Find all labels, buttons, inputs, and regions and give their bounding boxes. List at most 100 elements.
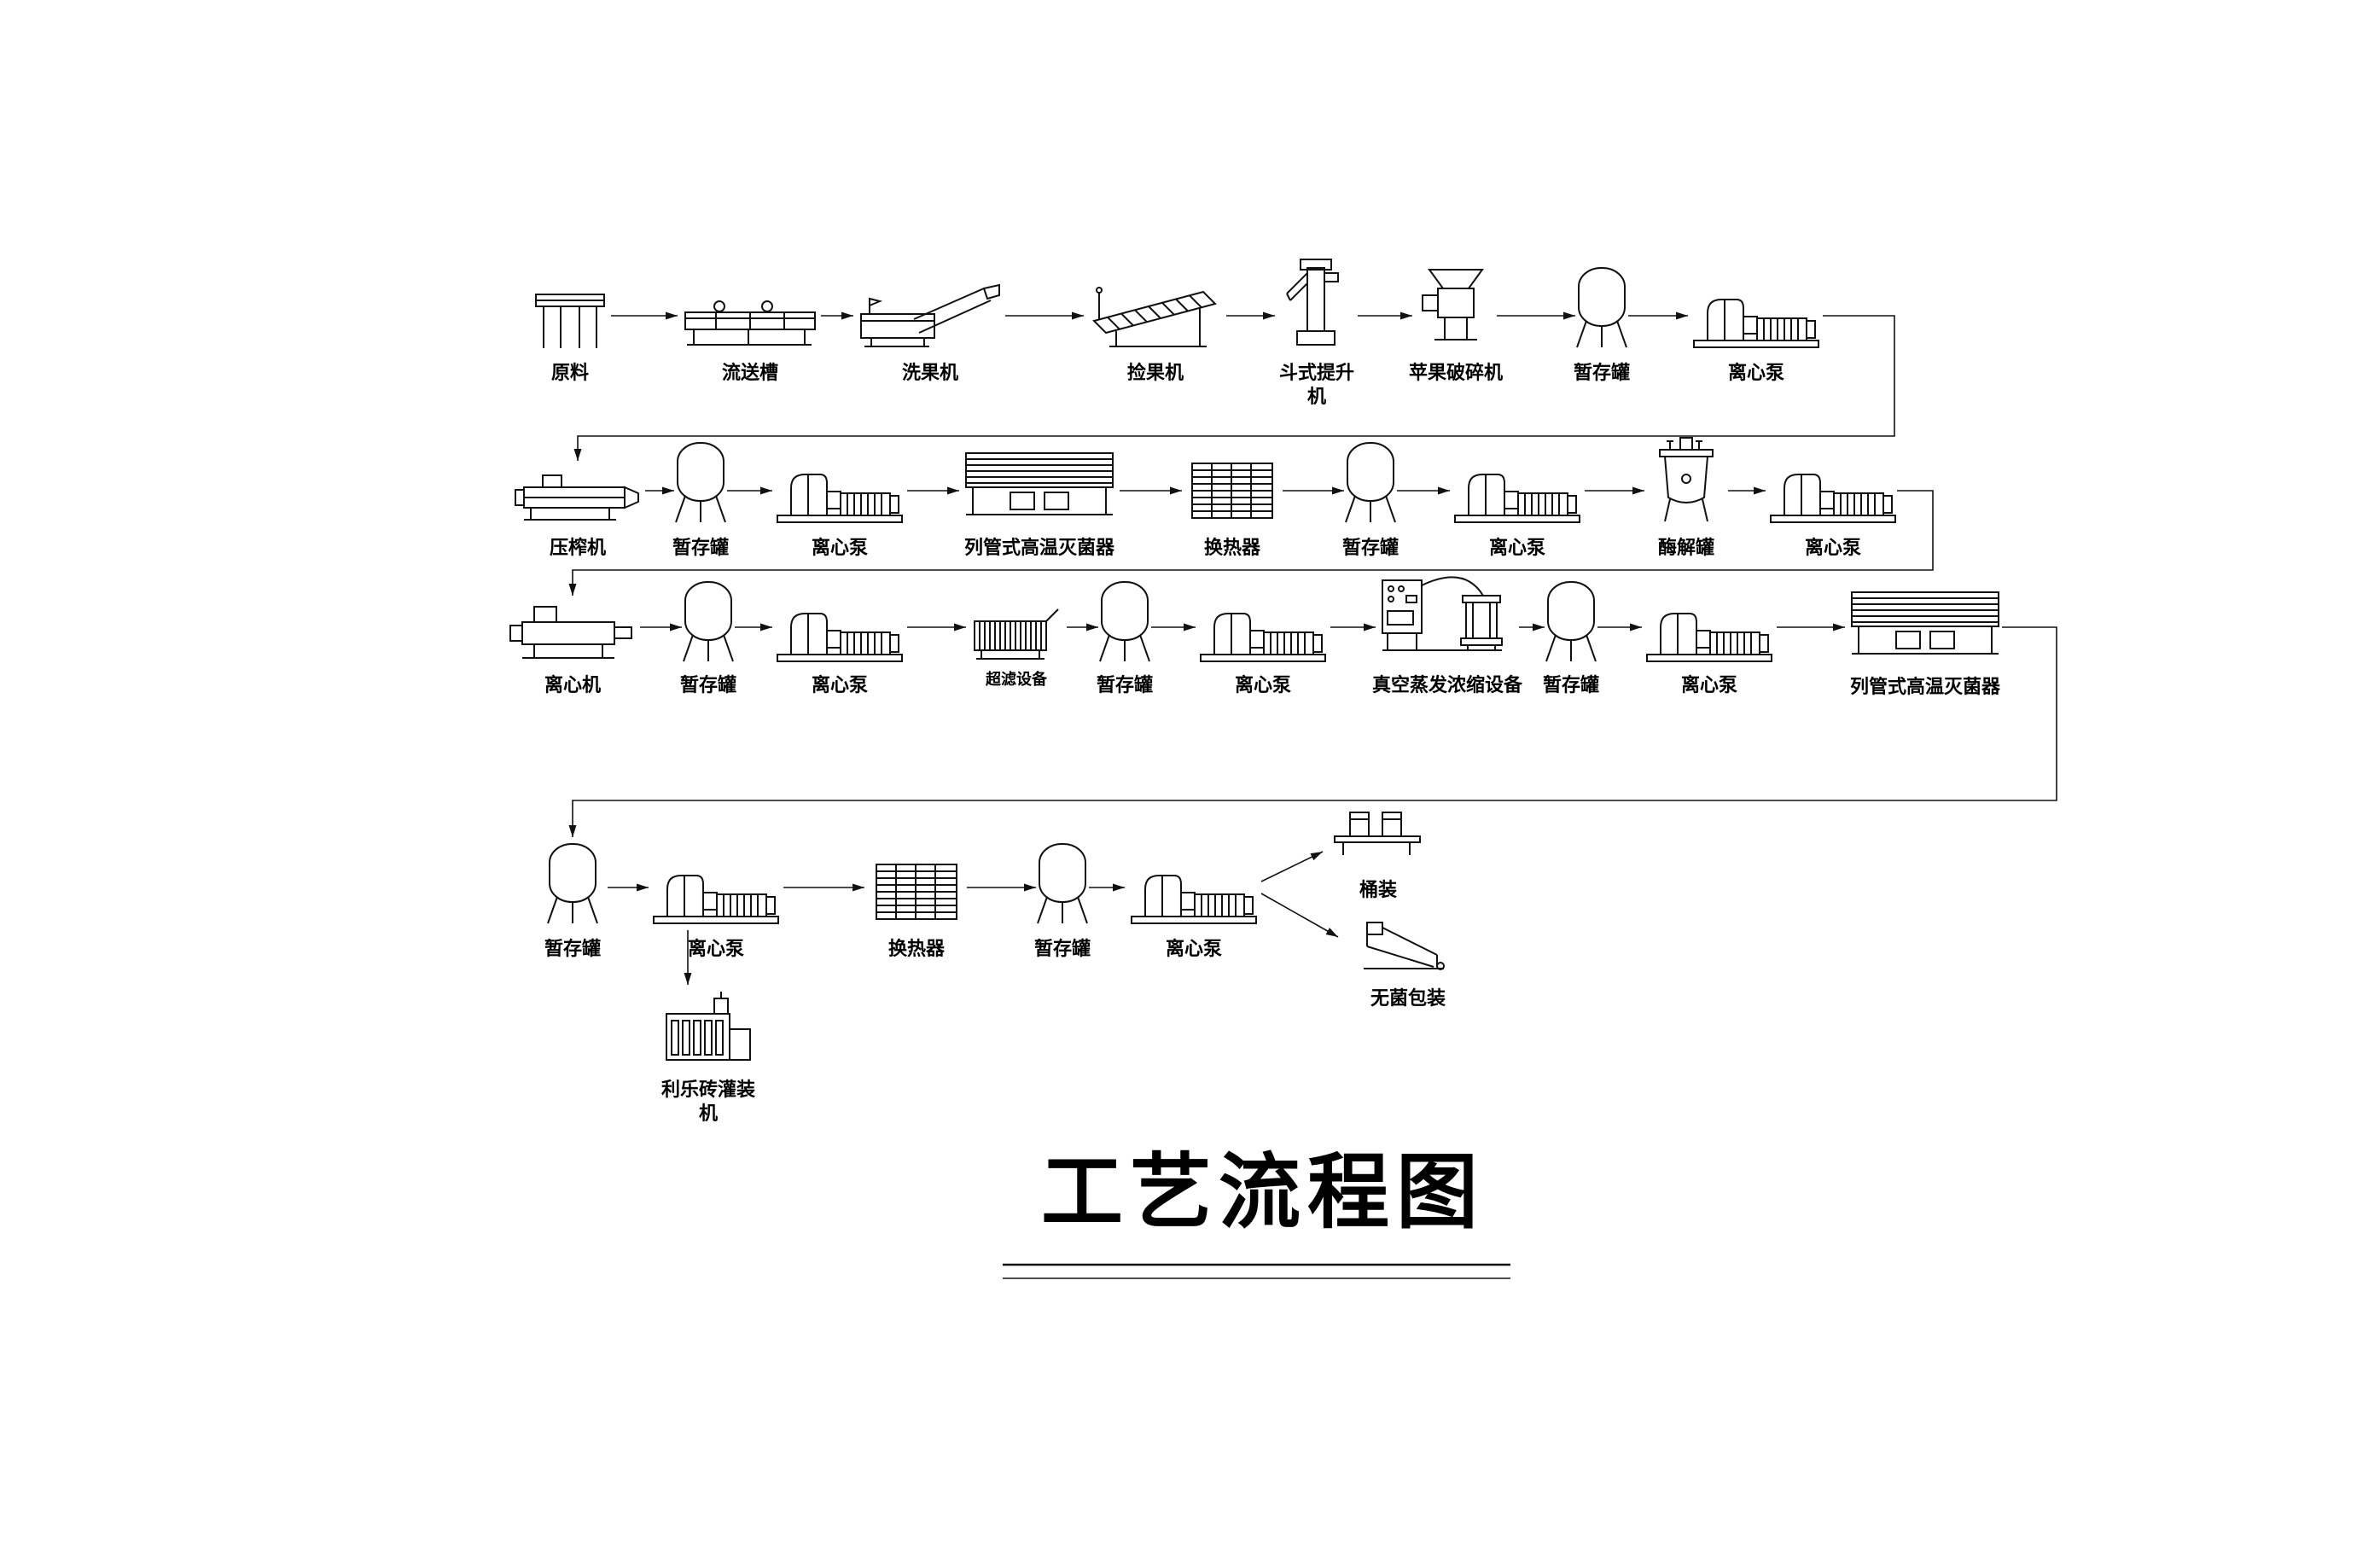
node-label: 酶解罐 (1658, 537, 1714, 558)
node-label: 列管式高温灭菌器 (964, 537, 1115, 558)
node-fruit-washer: 洗果机 (860, 284, 1000, 383)
node-label: 暂存罐 (1097, 674, 1153, 695)
node-pump-r3c: 离心泵 (1646, 613, 1772, 695)
flume-icon (684, 300, 816, 346)
pump-icon (1200, 613, 1326, 662)
node-label: 离心泵 (812, 674, 868, 695)
node-label: 洗果机 (902, 362, 958, 383)
node-label: 离心泵 (1681, 674, 1737, 695)
flow-return-row3-to-row4 (568, 626, 2057, 837)
flow-arrow-to-aseptic (1260, 893, 1339, 938)
node-tube-sterilizer-r2: 列管式高温灭菌器 (964, 452, 1115, 558)
tank-icon (1545, 581, 1597, 662)
sterilizer-icon (1851, 591, 1999, 655)
node-pump-r3b: 离心泵 (1200, 613, 1326, 695)
node-pump-r4a: 离心泵 (653, 875, 779, 959)
flow-row-3: 离心机 暂存罐 离心泵 超滤设备 暂存罐 离心泵 真空蒸发浓缩设备 暂存罐 离心… (509, 576, 2057, 837)
node-pump-r2a: 离心泵 (777, 474, 903, 558)
washer-icon (860, 284, 1000, 347)
node-pump-r1: 离心泵 (1693, 299, 1819, 383)
vacuum-evaporator-icon (1382, 576, 1503, 651)
node-centrifuge: 离心机 (509, 606, 632, 695)
node-label: 超滤设备 (986, 670, 1048, 688)
tank-icon (675, 442, 726, 523)
node-heat-exchanger-r4: 换热器 (876, 864, 957, 959)
node-label: 换热器 (1204, 537, 1261, 558)
node-label: 离心泵 (688, 938, 744, 959)
tank-icon (1099, 581, 1150, 662)
flow-return-row2-to-row3 (568, 490, 1934, 596)
node-label: 捡果机 (1127, 362, 1184, 383)
node-flume: 流送槽 (684, 300, 816, 383)
raw-material-icon (535, 294, 605, 349)
node-label: 暂存罐 (1034, 938, 1091, 959)
pump-icon (1770, 474, 1896, 523)
sorter-icon (1093, 287, 1216, 347)
node-label: 桶装 (1359, 879, 1397, 900)
node-raw-material: 原料 (535, 294, 605, 383)
press-icon (515, 474, 639, 521)
node-pump-r3a: 离心泵 (777, 613, 903, 695)
node-apple-crusher: 苹果破碎机 (1409, 269, 1503, 383)
node-buffer-tank-r2b: 暂存罐 (1342, 442, 1399, 558)
flow-row-1: 原料 流送槽 洗果机 捡果机 斗式提升 机 苹果破碎机 暂存罐 离心泵 (535, 259, 1895, 461)
node-buffer-tank-r3b: 暂存罐 (1097, 581, 1153, 695)
aseptic-packing-icon (1363, 922, 1445, 970)
node-label: 利乐砖灌装 (661, 1079, 755, 1100)
node-label: 离心泵 (1805, 537, 1861, 558)
bucket-elevator-icon (1286, 259, 1339, 346)
diagram-title: 工艺流程图 (1041, 1144, 1485, 1240)
node-label: 无菌包装 (1370, 987, 1446, 1009)
node-label: 换热器 (888, 938, 946, 959)
node-buffer-tank-r1: 暂存罐 (1574, 267, 1630, 383)
ultrafiltration-icon (974, 608, 1059, 660)
node-label: 暂存罐 (1543, 674, 1599, 695)
node-label-line2: 机 (699, 1103, 718, 1124)
node-label: 暂存罐 (1574, 362, 1630, 383)
node-label: 列管式高温灭菌器 (1850, 676, 2001, 697)
node-tetra-filler: 利乐砖灌装 机 (661, 991, 755, 1124)
pump-icon (1646, 613, 1772, 662)
barrel-packing-icon (1334, 812, 1421, 856)
title-block: 工艺流程图 (1003, 1144, 1510, 1279)
sterilizer-icon (965, 452, 1114, 515)
heat-exchanger-icon (876, 864, 957, 920)
node-label: 离心泵 (812, 537, 868, 558)
tank-icon (683, 581, 734, 662)
pump-icon (777, 474, 903, 523)
node-buffer-tank-r2a: 暂存罐 (672, 442, 729, 558)
flow-row-4: 暂存罐 离心泵 换热器 暂存罐 离心泵 利乐砖灌装 机 桶装 无菌包装 (544, 812, 1446, 1124)
node-tube-sterilizer-r3: 列管式高温灭菌器 (1850, 591, 2001, 697)
pump-icon (1131, 875, 1257, 924)
node-barrel-packing: 桶装 (1334, 812, 1421, 900)
tank-icon (1345, 442, 1396, 523)
flow-arrow-to-barrel (1260, 851, 1324, 882)
node-label: 真空蒸发浓缩设备 (1372, 674, 1523, 695)
node-label: 离心泵 (1235, 674, 1291, 695)
node-pump-r4b: 离心泵 (1131, 875, 1257, 959)
node-label: 压榨机 (550, 537, 606, 558)
node-label: 离心泵 (1728, 362, 1784, 383)
flow-row-2: 压榨机 暂存罐 离心泵 列管式高温灭菌器 换热器 暂存罐 离心泵 酶解罐 离心泵 (515, 437, 1934, 596)
pump-icon (1454, 474, 1580, 523)
crusher-icon (1422, 269, 1483, 340)
flow-return-row1-to-row2 (573, 315, 1895, 461)
node-label: 离心泵 (1166, 938, 1222, 959)
node-aseptic-packing: 无菌包装 (1363, 922, 1446, 1009)
node-label: 暂存罐 (1342, 537, 1399, 558)
node-label: 斗式提升 (1279, 362, 1354, 383)
node-label: 流送槽 (722, 362, 778, 383)
tank-icon (1037, 843, 1088, 924)
heat-exchanger-icon (1191, 463, 1273, 519)
node-label: 苹果破碎机 (1409, 362, 1503, 383)
node-buffer-tank-r4b: 暂存罐 (1034, 843, 1091, 959)
tank-icon (547, 843, 598, 924)
tetra-filler-icon (666, 991, 751, 1061)
node-label: 离心机 (544, 674, 601, 695)
pump-icon (1693, 299, 1819, 348)
node-fruit-sorter: 捡果机 (1093, 287, 1216, 383)
node-label: 离心泵 (1489, 537, 1545, 558)
node-vacuum-evaporator: 真空蒸发浓缩设备 (1372, 576, 1523, 695)
